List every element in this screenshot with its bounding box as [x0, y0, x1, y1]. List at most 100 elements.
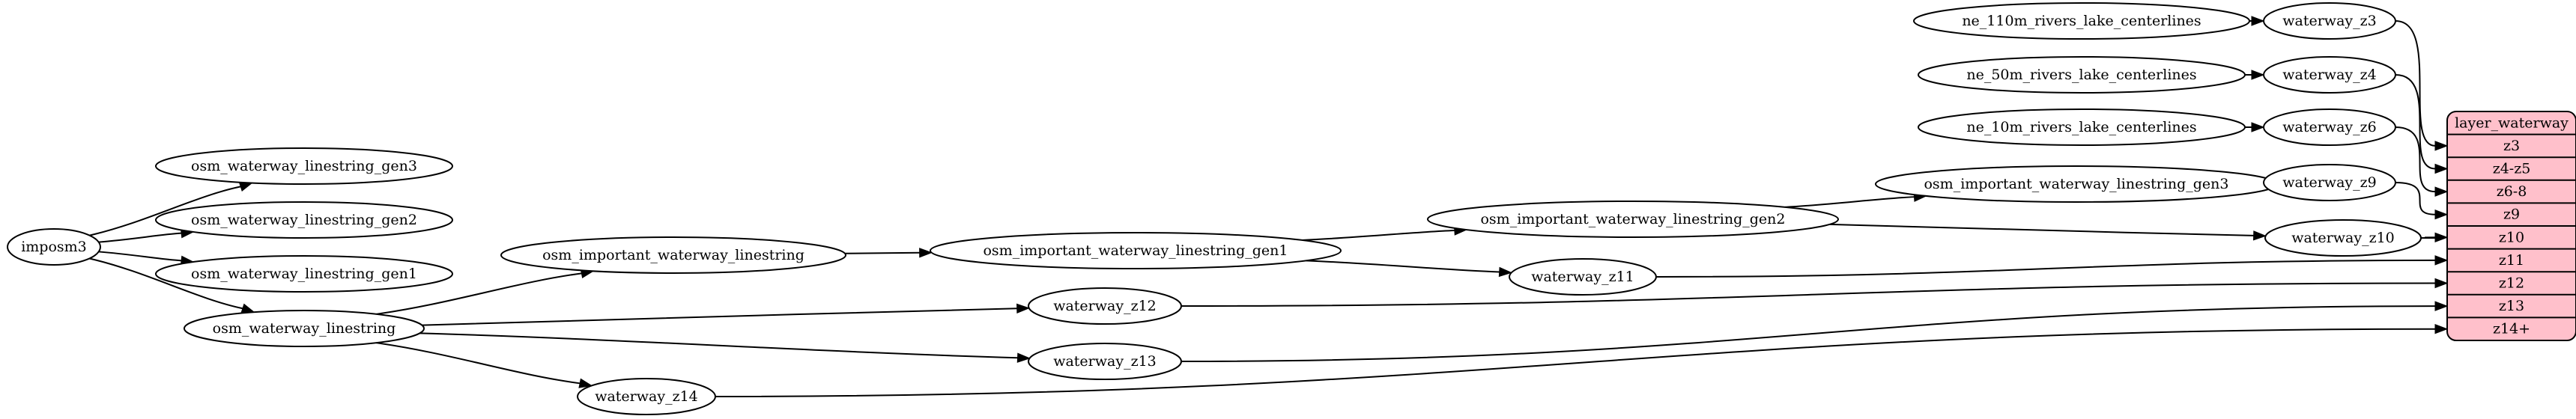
node-oiwl_gen2: osm_important_waterway_linestring_gen2: [1427, 201, 1839, 238]
node-ellipse: [2263, 108, 2396, 146]
layer-field-z13: z13: [2499, 298, 2524, 314]
edge-wz9-to-layer-z9: [2395, 182, 2449, 220]
edge-wz3-to-layer-z3: [2395, 20, 2449, 151]
arrowhead-icon: [2434, 163, 2449, 174]
node-label: waterway_z4: [2282, 67, 2376, 83]
edge-line: [419, 332, 1018, 359]
node-label: waterway_z6: [2282, 119, 2376, 135]
arrowhead-icon: [2434, 141, 2449, 151]
node-label: waterway_z11: [1531, 269, 1634, 285]
edge-oiwl_gen2-to-wz10: [1829, 223, 2267, 241]
node-label: waterway_z9: [2282, 174, 2376, 191]
edge-line: [98, 232, 182, 243]
arrowhead-icon: [919, 248, 933, 258]
node-ellipse: [1028, 343, 1182, 380]
edge-ne110-to-wz3: [2249, 16, 2265, 26]
edge-line: [1302, 230, 1455, 241]
node-oiwl_gen1: osm_important_waterway_linestring_gen1: [930, 232, 1342, 269]
arrowhead-icon: [240, 303, 255, 314]
edge-imposm3-to-gen1: [98, 251, 195, 266]
node-imposm3: imposm3: [7, 228, 101, 266]
node-label: waterway_z3: [2282, 13, 2376, 29]
node-label: osm_waterway_linestring: [213, 320, 396, 337]
node-ellipse: [1427, 201, 1839, 238]
node-ne110: ne_110m_rivers_lake_centerlines: [1913, 2, 2250, 40]
node-gen3: osm_waterway_linestring_gen3: [155, 147, 453, 185]
node-label: waterway_z10: [2291, 230, 2395, 246]
arrowhead-icon: [2251, 16, 2265, 26]
node-owl: osm_waterway_linestring: [184, 310, 425, 347]
edge-line: [845, 251, 920, 254]
node-wz3: waterway_z3: [2263, 2, 2396, 40]
edge-ne50-to-wz4: [2245, 70, 2265, 80]
arrowhead-icon: [2251, 70, 2265, 80]
layer-field-z9: z9: [2503, 207, 2520, 223]
edge-oiwl_gen2-to-oiwl_gen3: [1784, 192, 1927, 208]
layer-waterway-title: layer_waterway: [2455, 114, 2569, 131]
node-label: waterway_z13: [1053, 353, 1157, 370]
node-ellipse: [1918, 56, 2246, 94]
node-wz12: waterway_z12: [1028, 287, 1182, 325]
edge-line: [89, 257, 243, 310]
layer-field-z12: z12: [2499, 275, 2524, 292]
arrowhead-icon: [2434, 323, 2449, 334]
edge-wz6-to-layer-z6-8: [2395, 126, 2449, 197]
edge-wz13-to-layer-z13: [1181, 301, 2449, 362]
arrowhead-icon: [2434, 255, 2449, 266]
edge-line: [1655, 259, 2436, 278]
node-wz9: waterway_z9: [2263, 164, 2396, 201]
node-ellipse: [2263, 2, 2396, 40]
node-wz6: waterway_z6: [2263, 108, 2396, 146]
edge-owl-to-wz14: [376, 342, 593, 388]
layer-field-z11: z11: [2499, 252, 2524, 269]
arrowhead-icon: [2434, 278, 2449, 289]
node-ellipse: [155, 201, 453, 239]
node-label: waterway_z12: [1053, 298, 1157, 314]
edge-imposm3-to-gen2: [98, 228, 195, 243]
edge-oiwl-to-oiwl_gen1: [845, 248, 933, 258]
edge-oiwl_gen1-to-oiwl_gen2: [1302, 225, 1468, 241]
arrowhead-icon: [2434, 186, 2449, 197]
edges: [89, 16, 2449, 397]
node-ellipse: [1913, 2, 2250, 40]
node-ellipse: [155, 147, 453, 185]
node-ellipse: [2263, 56, 2396, 94]
arrowhead-icon: [2251, 122, 2265, 132]
edge-line: [1784, 196, 1915, 208]
edge-wz12-to-layer-z12: [1181, 278, 2449, 307]
node-ellipse: [2264, 219, 2422, 257]
edge-line: [1829, 223, 2254, 236]
arrowhead-icon: [2434, 232, 2449, 243]
edge-line: [1181, 282, 2436, 307]
node-label: osm_waterway_linestring_gen2: [191, 212, 417, 228]
layer-field-z6-8: z6-8: [2497, 183, 2527, 200]
edge-line: [98, 251, 182, 262]
node-label: osm_waterway_linestring_gen1: [191, 266, 417, 282]
node-label: osm_important_waterway_linestring: [542, 247, 804, 263]
edge-line: [376, 342, 581, 385]
node-ellipse: [1509, 258, 1657, 296]
edge-owl-to-wz13: [419, 332, 1031, 363]
edge-line: [2395, 74, 2436, 170]
layer-waterway-record: layer_waterwayz3z4-z5z6-8z9z10z11z12z13z…: [2446, 111, 2576, 341]
node-ne10: ne_10m_rivers_lake_centerlines: [1918, 108, 2246, 146]
edge-wz11-to-layer-z11: [1655, 255, 2449, 278]
node-wz4: waterway_z4: [2263, 56, 2396, 94]
nodes: imposm3 osm_waterway_linestring_gen3 osm_w…: [7, 2, 2422, 415]
node-oiwl_gen3: osm_important_waterway_linestring_gen3: [1875, 165, 2278, 203]
arrowhead-icon: [1498, 266, 1513, 278]
node-label: osm_important_waterway_linestring_gen3: [1924, 176, 2228, 192]
edge-owl-to-wz12: [422, 303, 1031, 326]
node-wz13: waterway_z13: [1028, 343, 1182, 380]
edge-line: [422, 308, 1017, 326]
node-ellipse: [184, 310, 425, 347]
edge-line: [2395, 126, 2436, 193]
node-wz14: waterway_z14: [577, 378, 716, 415]
edge-line: [2395, 20, 2436, 147]
layer-field-z4-z5: z4-z5: [2493, 161, 2531, 177]
node-gen2: osm_waterway_linestring_gen2: [155, 201, 453, 239]
node-wz11: waterway_z11: [1509, 258, 1657, 296]
node-wz10: waterway_z10: [2264, 219, 2422, 257]
edge-line: [89, 186, 241, 236]
